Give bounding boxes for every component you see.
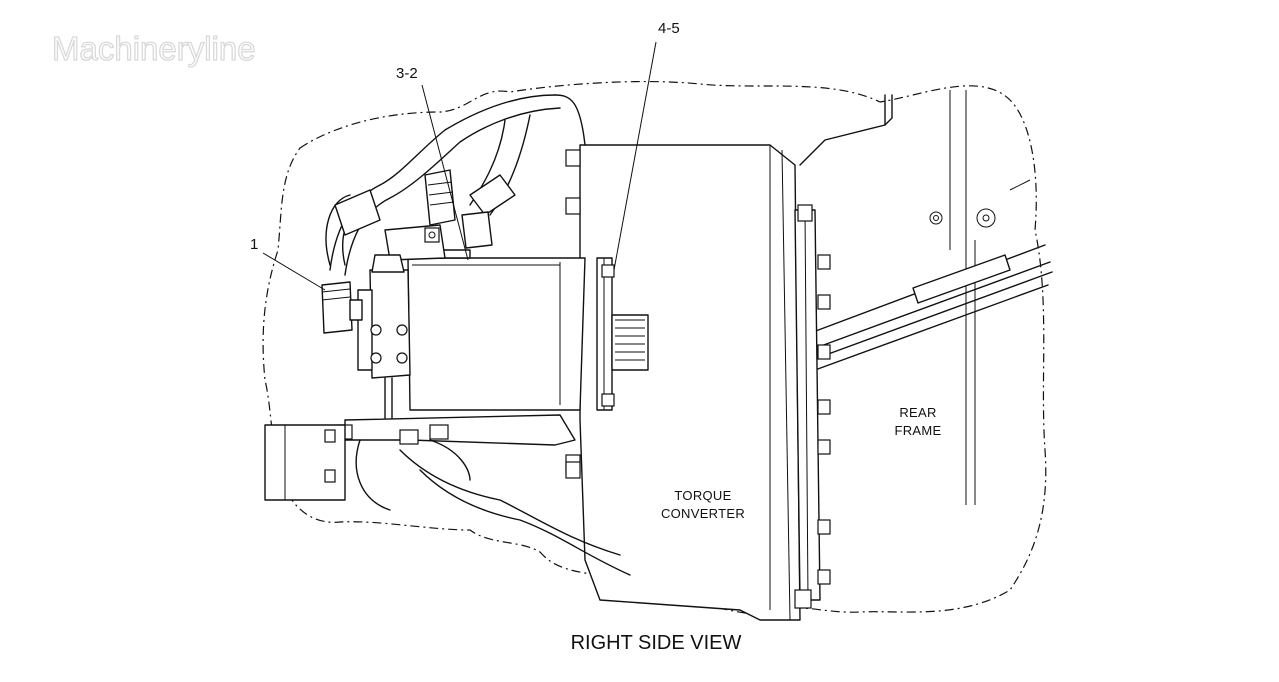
label-rear-frame-line2: FRAME bbox=[895, 423, 942, 438]
mounting-bracket bbox=[264, 414, 631, 576]
boundary-outline bbox=[262, 80, 1047, 616]
housing-bolts-right bbox=[794, 204, 831, 609]
callout-1: 1 bbox=[250, 236, 258, 253]
torque-converter-housing bbox=[565, 144, 831, 621]
pump-body bbox=[321, 224, 586, 419]
callout-3-2: 3-2 bbox=[396, 65, 418, 82]
hydraulic-hoses bbox=[325, 94, 586, 276]
leader-lines bbox=[262, 41, 657, 291]
view-title: RIGHT SIDE VIEW bbox=[571, 632, 742, 654]
callout-4-5: 4-5 bbox=[658, 20, 680, 37]
label-torque-converter-line1: TORQUE bbox=[674, 488, 731, 503]
rear-frame bbox=[799, 90, 1053, 505]
label-rear-frame-line1: REAR bbox=[899, 405, 936, 420]
watermark: Machineryline bbox=[52, 30, 256, 67]
label-torque-converter-line2: CONVERTER bbox=[661, 506, 745, 521]
